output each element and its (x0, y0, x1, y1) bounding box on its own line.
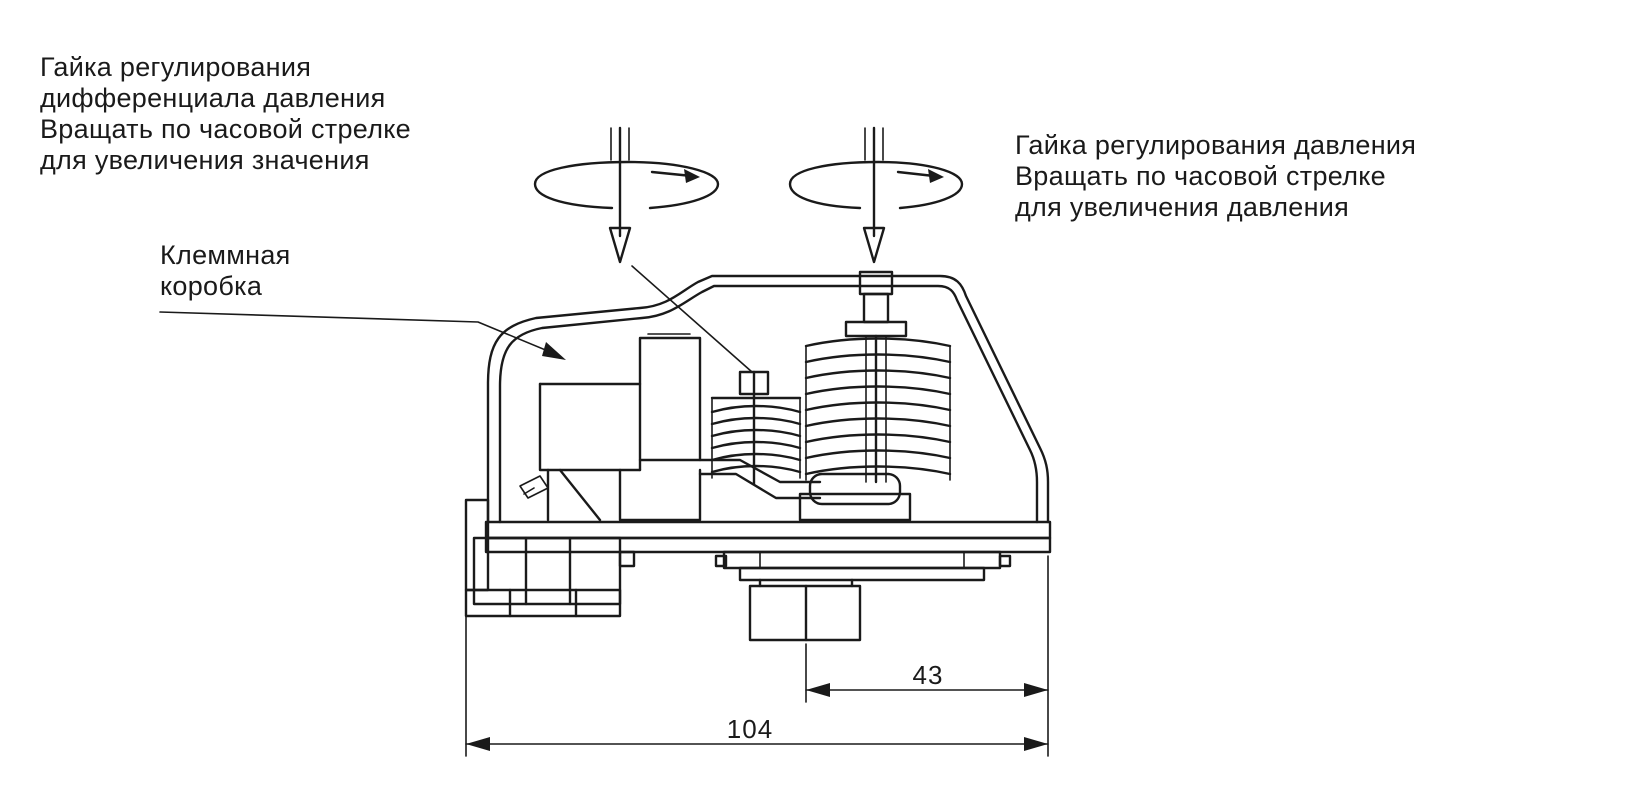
dimension-offset-label: 43 (913, 660, 944, 690)
differential-nut-rotation-indicator (533, 126, 720, 264)
switch-housing (484, 274, 1052, 554)
differential-spring (710, 370, 802, 486)
terminal-box-leader-arrowhead (542, 342, 566, 360)
callout-line: Гайка регулирования (40, 52, 312, 82)
pressure-connection-fitting (714, 550, 1012, 642)
callout-line: Вращать по часовой стрелке (40, 114, 411, 144)
dimension-overall (465, 555, 1049, 757)
differential-nut-callout: Гайка регулирования дифференциала давлен… (40, 52, 411, 176)
cable-gland (464, 498, 636, 618)
terminal-block (519, 333, 702, 522)
dimension-overall-label: 104 (727, 714, 773, 744)
callout-line: Клеммная (160, 240, 291, 270)
callout-line: для увеличения значения (40, 145, 370, 175)
differential-nut-leader (631, 265, 753, 373)
pressure-nut-rotation-indicator (788, 126, 964, 264)
pressure-spring (804, 270, 952, 484)
callout-line: Вращать по часовой стрелке (1015, 161, 1386, 191)
terminal-box-leader (159, 311, 561, 357)
callout-line: Гайка регулирования давления (1015, 130, 1417, 160)
pressure-nut-callout: Гайка регулирования давления Вращать по … (1015, 130, 1416, 223)
callout-line: для увеличения давления (1015, 192, 1350, 222)
lever-arm (698, 458, 912, 522)
terminal-box-callout: Клеммная коробка (160, 240, 291, 302)
callout-line: коробка (160, 271, 263, 301)
dimension-offset (805, 643, 1049, 703)
callout-line: дифференциала давления (40, 83, 386, 113)
